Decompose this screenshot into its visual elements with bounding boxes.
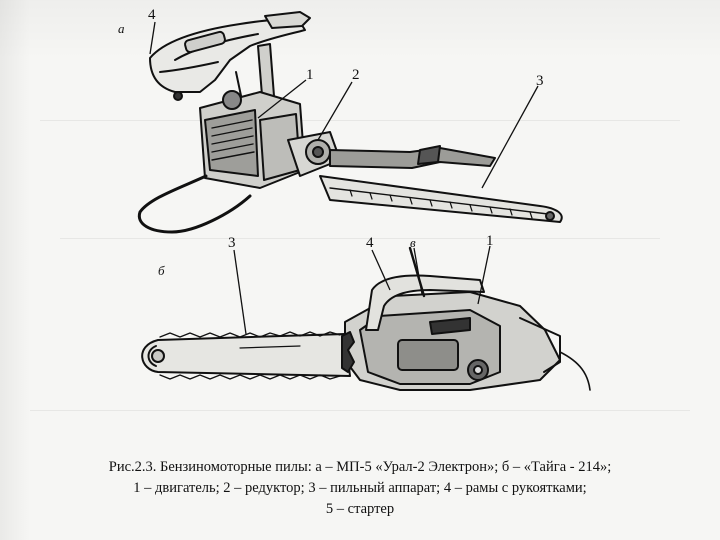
label-b-3: 3 xyxy=(228,235,236,251)
saw-a-leader-lines xyxy=(149,21,539,189)
label-variant-a: а xyxy=(118,21,125,36)
saw-b-drawing xyxy=(141,246,591,391)
saw-a-drawing xyxy=(137,11,563,234)
caption-line-1: Рис.2.3. Бензиномоторные пилы: а – МП-5 … xyxy=(108,459,612,475)
label-b-5: в xyxy=(410,235,416,250)
label-b-1: 1 xyxy=(486,233,494,249)
saw-b-leader-lines xyxy=(233,245,491,335)
scan-artifact xyxy=(30,410,690,411)
caption-line-3: 5 – стартер xyxy=(325,501,395,517)
scan-artifact xyxy=(40,120,680,121)
label-a-3: 3 xyxy=(536,73,544,89)
label-variant-b: б xyxy=(158,263,165,278)
caption-line-2: 1 – двигатель; 2 – редуктор; 3 – пильный… xyxy=(133,480,587,496)
label-a-1: 1 xyxy=(306,67,314,83)
label-b-4: 4 xyxy=(366,235,374,251)
scan-artifact xyxy=(60,238,660,239)
label-a-4: 4 xyxy=(148,7,156,23)
label-a-2: 2 xyxy=(352,67,360,83)
